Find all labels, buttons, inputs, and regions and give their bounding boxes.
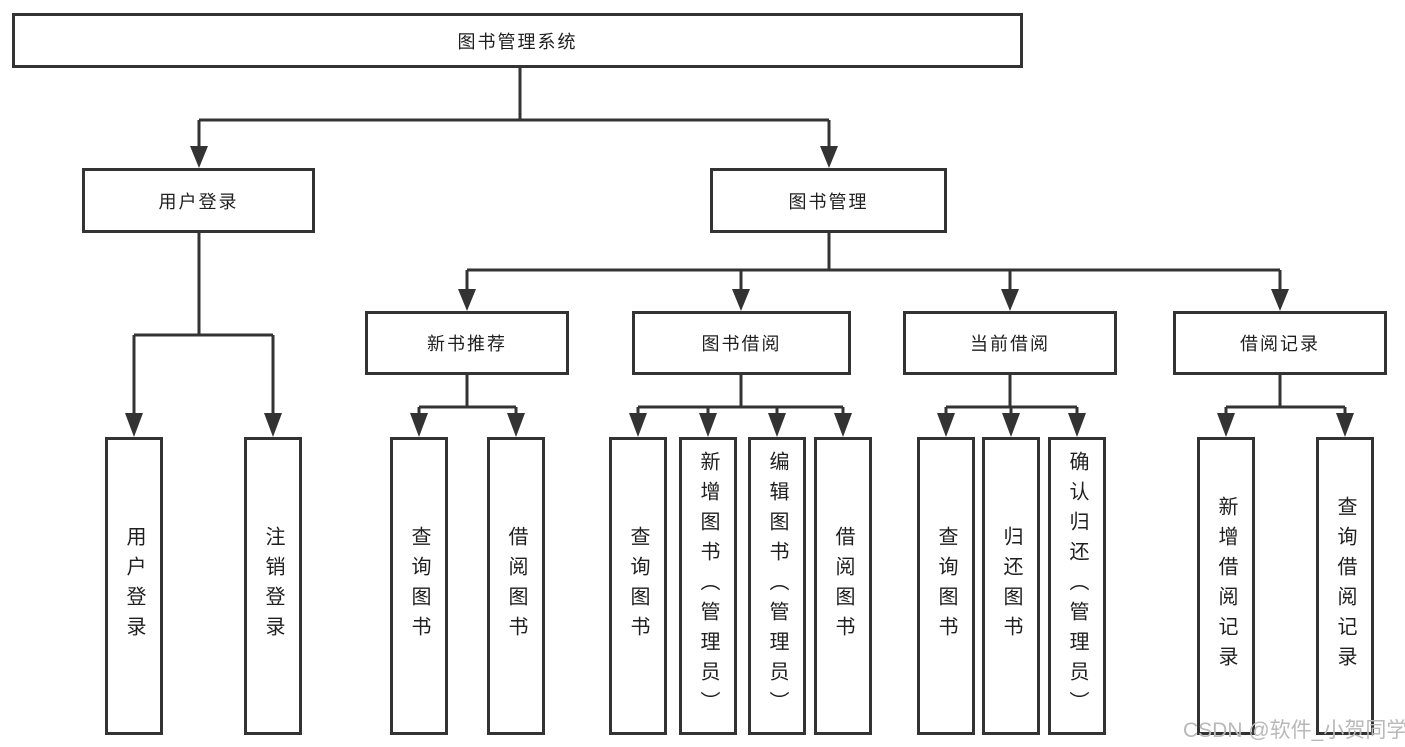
arrowhead-icon [190, 146, 208, 168]
arrowhead-icon [458, 289, 476, 311]
leaf-current-query-label: 查询图书 [935, 526, 957, 646]
arrowhead-icon [732, 289, 750, 311]
leaf-newbooks-borrow-label: 借阅图书 [505, 526, 527, 646]
node-new-book-recommend: 新书推荐 [365, 311, 569, 375]
node-book-borrow-label: 图书借阅 [701, 334, 782, 354]
arrowhead-icon [768, 413, 786, 437]
leaf-newbooks-query: 查询图书 [390, 437, 448, 735]
leaf-records-add: 新增借阅记录 [1197, 437, 1255, 735]
node-current-borrow: 当前借阅 [903, 311, 1117, 375]
arrowhead-icon [1068, 413, 1086, 437]
csdn-watermark: CSDN @软件_小贺同学 [1183, 719, 1405, 742]
leaf-borrow-query: 查询图书 [609, 437, 667, 735]
leaf-newbooks-borrow: 借阅图书 [487, 437, 545, 735]
arrowhead-icon [1217, 413, 1235, 437]
node-borrow-records-label: 借阅记录 [1240, 334, 1320, 354]
leaf-newbooks-query-label: 查询图书 [408, 526, 430, 646]
node-new-book-recommend-label: 新书推荐 [427, 334, 507, 354]
leaf-records-query: 查询借阅记录 [1316, 437, 1374, 735]
leaf-user-login: 用户登录 [105, 437, 163, 735]
leaf-current-return: 归还图书 [982, 437, 1040, 735]
leaf-records-query-label: 查询借阅记录 [1334, 496, 1356, 676]
arrowhead-icon [410, 413, 428, 437]
arrowhead-icon [1336, 413, 1354, 437]
leaf-borrow-borrow: 借阅图书 [814, 437, 872, 735]
node-book-management: 图书管理 [710, 168, 947, 233]
node-book-management-label: 图书管理 [788, 191, 869, 212]
leaf-borrow-borrow-label: 借阅图书 [832, 526, 854, 646]
node-root-label: 图书管理系统 [457, 31, 578, 52]
leaf-borrow-add-admin-label: 新增图书（管理员） [697, 451, 719, 721]
node-root: 图书管理系统 [12, 13, 1023, 68]
arrowhead-icon [834, 413, 852, 437]
arrowhead-icon [820, 146, 838, 168]
arrowhead-icon [699, 413, 717, 437]
arrowhead-icon [1002, 413, 1020, 437]
leaf-user-login-label: 用户登录 [123, 526, 145, 646]
node-current-borrow-label: 当前借阅 [970, 334, 1050, 354]
leaf-borrow-edit-admin-label: 编辑图书（管理员） [766, 451, 788, 721]
node-borrow-records: 借阅记录 [1173, 311, 1387, 375]
leaf-borrow-query-label: 查询图书 [627, 526, 649, 646]
leaf-current-confirm-admin-label: 确认归还（管理员） [1066, 451, 1088, 721]
arrowhead-icon [264, 413, 282, 437]
node-book-borrow: 图书借阅 [632, 311, 851, 375]
node-user-login-label: 用户登录 [158, 191, 239, 212]
arrowhead-icon [1001, 289, 1019, 311]
arrowhead-icon [1271, 289, 1289, 311]
leaf-logout: 注销登录 [244, 437, 302, 735]
node-user-login: 用户登录 [82, 168, 315, 233]
leaf-logout-label: 注销登录 [262, 526, 284, 646]
leaf-borrow-add-admin: 新增图书（管理员） [679, 437, 737, 735]
leaf-borrow-edit-admin: 编辑图书（管理员） [748, 437, 806, 735]
leaf-records-add-label: 新增借阅记录 [1215, 496, 1237, 676]
arrowhead-icon [507, 413, 525, 437]
arrowhead-icon [125, 413, 143, 437]
leaf-current-return-label: 归还图书 [1000, 526, 1022, 646]
leaf-current-confirm-admin: 确认归还（管理员） [1048, 437, 1106, 735]
leaf-current-query: 查询图书 [917, 437, 975, 735]
arrowhead-icon [629, 413, 647, 437]
arrowhead-icon [937, 413, 955, 437]
